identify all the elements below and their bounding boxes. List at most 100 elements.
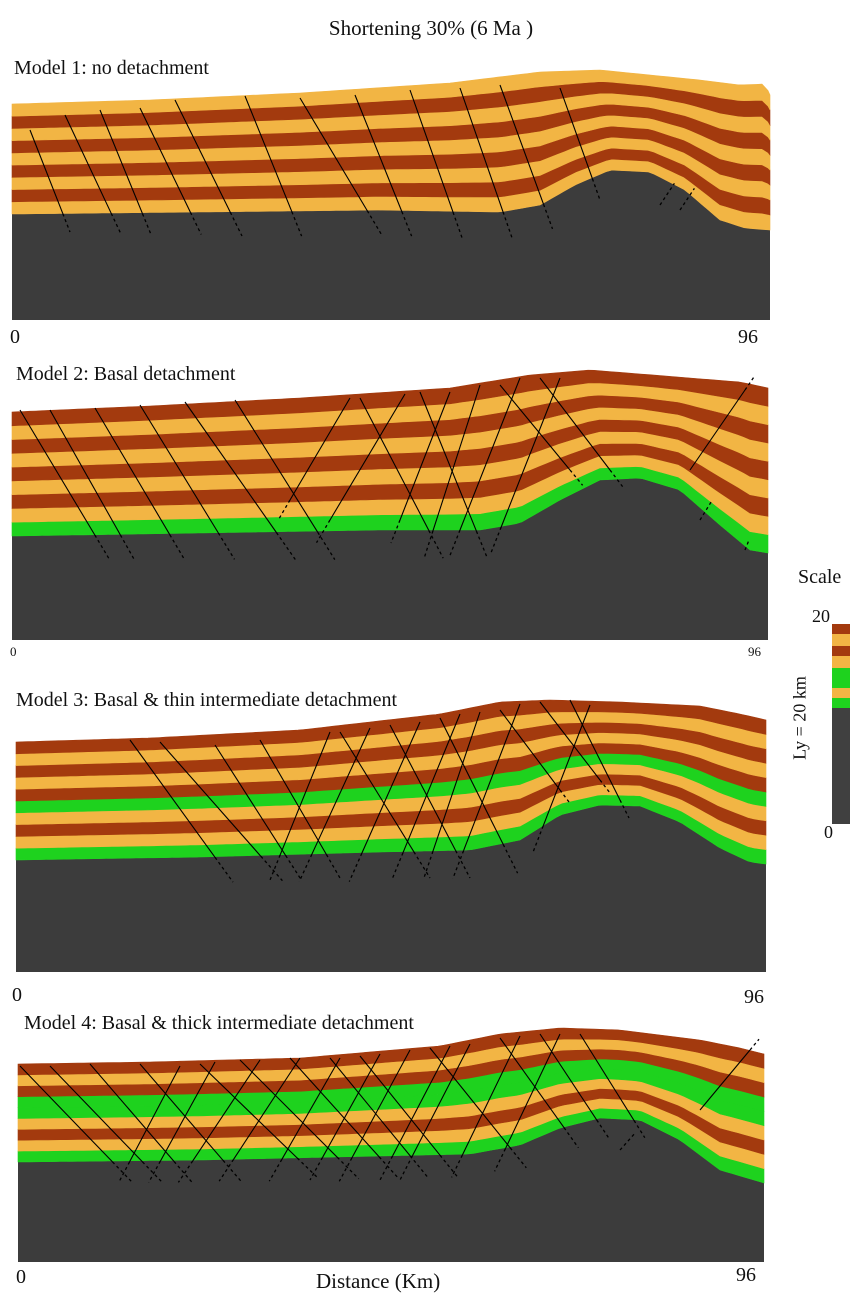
fault-extension [619,1133,635,1151]
fault-extension [217,532,236,560]
fault-line [159,741,262,857]
fault-extension [452,850,465,879]
fault-line [500,377,561,528]
fault-extension [309,1156,324,1181]
fault-extension [148,1160,161,1183]
fault-extension [94,534,111,561]
fault-line [311,727,371,855]
fault-line [49,1065,143,1163]
fault-line [539,701,601,781]
fault-extension [379,1155,394,1181]
fault-extension [391,852,404,880]
fault-extension [699,499,713,521]
fault-extension [475,530,488,559]
fault-line [214,744,287,856]
fault-line [139,107,191,213]
fault-line [409,89,454,213]
fault-line [432,711,481,852]
scale-segment [832,656,850,668]
fault-line [174,99,231,213]
fault-extension [366,210,383,236]
fault-extension [451,1154,463,1178]
fault-extension [428,530,444,559]
model-4-title: Model 4: Basal & thick intermediate deta… [24,1012,414,1034]
fault-extension [559,789,572,805]
fault-line [392,1045,451,1157]
fault-extension [439,1154,459,1178]
fault-extension [268,1158,283,1182]
fault-extension [413,851,431,879]
scale-segment [832,698,850,708]
fault-line [289,397,351,501]
fault-line [339,731,415,852]
fault-extension [596,1119,610,1140]
fault-extension [298,853,313,882]
fault-line [559,87,593,179]
scale-label: Scale [798,566,842,588]
fault-line [234,399,319,533]
scale-segment [832,668,850,688]
fault-line [281,1057,341,1160]
fault-extension [509,1147,527,1169]
fault-extension [317,531,336,560]
basement [12,170,770,320]
fault-line [289,1057,380,1158]
model-4-x-min: 0 [16,1266,26,1288]
fault-extension [348,852,363,882]
fault-line [244,95,293,212]
fault-extension [173,1160,193,1183]
fault-extension [229,211,243,237]
fault-line [459,87,504,212]
model-3-x-max: 96 [744,986,764,1008]
fault-extension [744,375,756,391]
fault-extension [291,211,303,237]
fault-line [19,1065,113,1163]
fault-line [129,739,216,858]
fault-line [89,1063,175,1162]
sediment-layer [11,369,769,427]
fault-line [259,739,327,855]
fault-line [94,407,171,535]
fault-line [351,1049,411,1159]
scale-color-bar [832,624,850,824]
fault-extension [336,1156,360,1180]
fault-line [539,1033,598,1121]
model-2-x-max: 96 [748,644,761,659]
fault-line [499,84,545,205]
fault-extension [189,211,202,235]
fault-extension [502,844,519,874]
fault-line [49,409,121,536]
fault-line [184,401,277,533]
basement [18,1118,764,1262]
fault-extension [169,534,186,561]
fault-extension [542,203,554,230]
fault-line [354,94,403,212]
fault-extension [268,854,281,882]
fault-line [699,1049,751,1111]
fault-extension [119,534,136,561]
fault-line [539,377,611,471]
fault-extension [409,1155,429,1179]
fault-extension [401,211,413,237]
fault-extension [111,1161,133,1183]
fault-line [412,1043,471,1156]
fault-extension [448,529,461,558]
fault-line [329,393,406,521]
fault-line [504,1033,561,1149]
scale-min: 0 [824,822,833,842]
fault-line [402,713,461,853]
sediment-layer [17,1027,765,1076]
model-1-x-min: 0 [10,326,20,348]
fault-extension [177,1160,194,1183]
fault-line [329,1057,411,1156]
model-2-title: Model 2: Basal detachment [16,363,236,385]
scale-segment [832,708,850,824]
fault-extension [141,213,153,236]
fault-extension [118,1161,131,1183]
fault-extension [214,856,234,883]
fault-extension [390,519,401,544]
fault-line [689,389,746,471]
fault-extension [378,1156,400,1180]
